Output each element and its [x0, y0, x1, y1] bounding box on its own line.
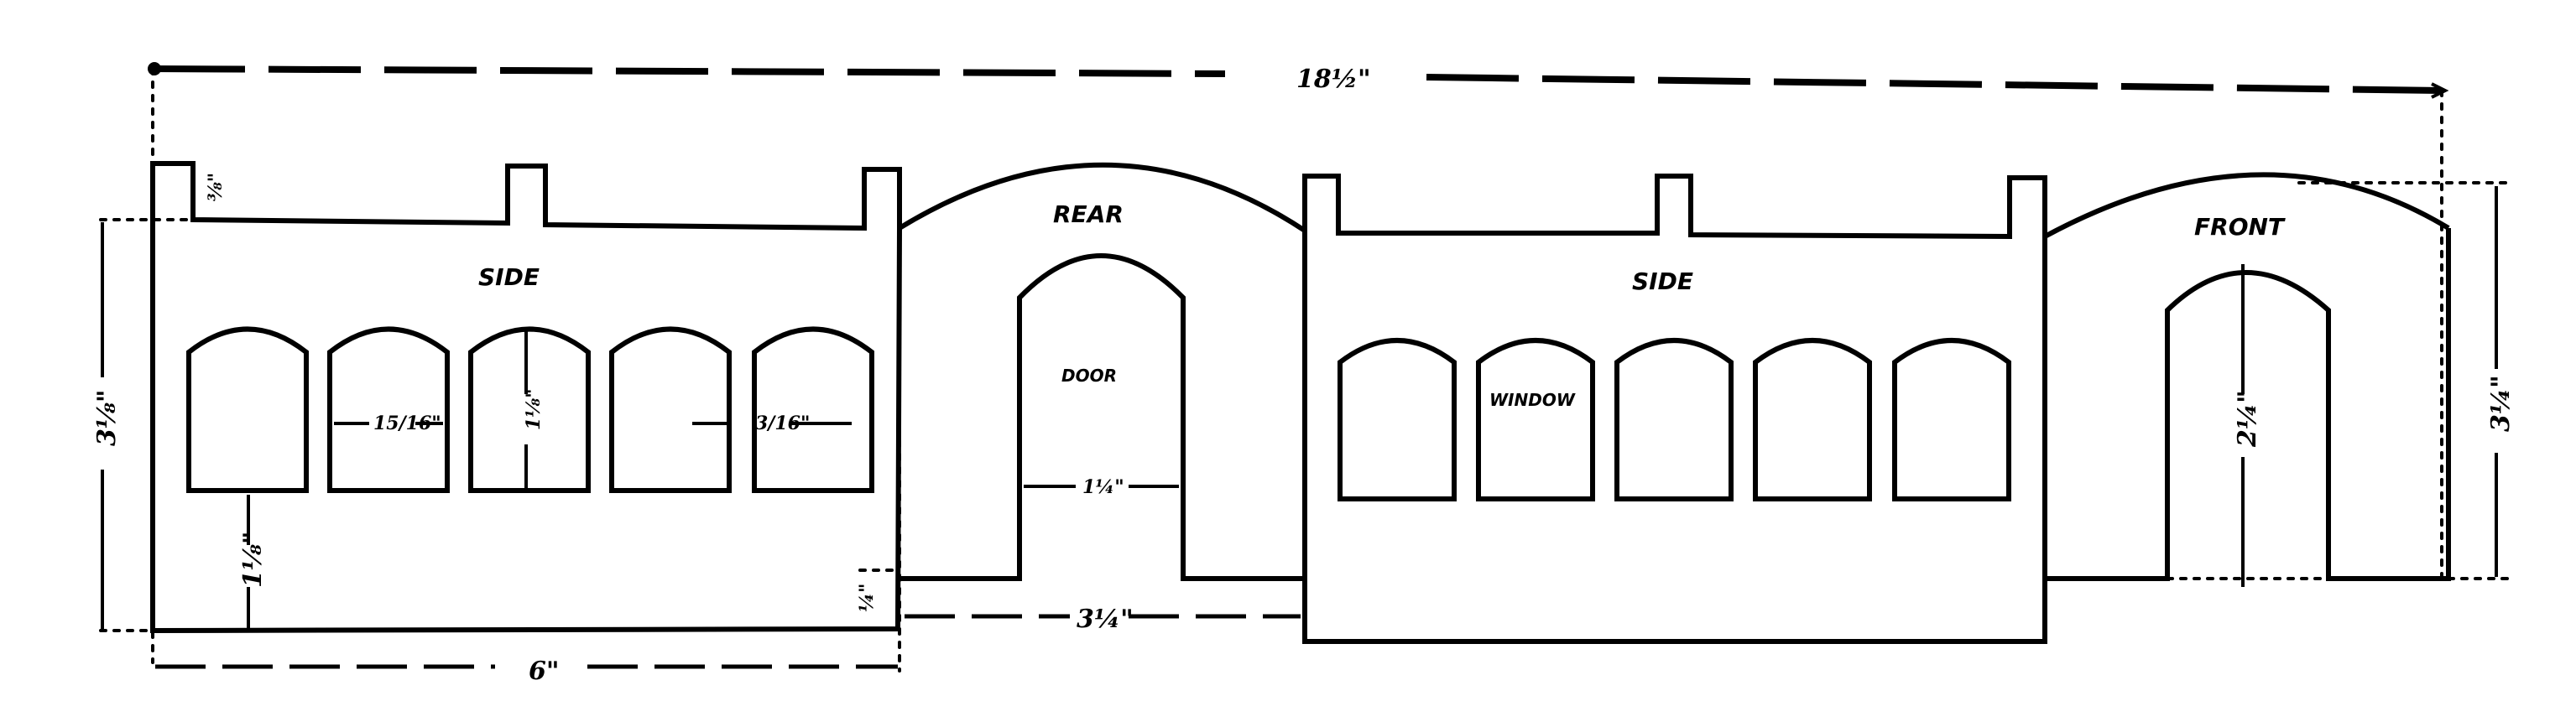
overall-length-dimension: 18½" — [148, 62, 2449, 664]
window-label: WINDOW — [1489, 390, 1576, 410]
door-label: DOOR — [1061, 366, 1117, 386]
front-panel: FRONT 2¼" 3¼" — [2043, 172, 2516, 587]
rear-label: REAR — [1053, 200, 1124, 228]
side-right-windows — [1338, 338, 2011, 501]
side-left-panel: SIDE 15/16" 1⅛" 3/16" — [92, 161, 902, 686]
svg-text:3⅛": 3⅛" — [92, 389, 122, 446]
svg-text:1⅛": 1⅛" — [238, 531, 268, 588]
step-height-dimension: ¼" — [856, 569, 901, 612]
side-left-windows — [186, 326, 874, 493]
svg-text:3¼": 3¼" — [1077, 605, 1134, 634]
window-height-dimension: 1⅛" — [523, 331, 545, 488]
svg-text:3/16": 3/16" — [755, 413, 810, 434]
rear-width-dimension: 3¼" — [905, 605, 1301, 634]
svg-text:2¼": 2¼" — [2233, 390, 2262, 448]
svg-text:⅜": ⅜" — [205, 173, 227, 201]
svg-text:15/16": 15/16" — [373, 413, 441, 434]
front-height-dimension: 3¼" — [2297, 181, 2516, 580]
wall-height-dimension: 3⅛" — [92, 218, 195, 632]
svg-text:3¼": 3¼" — [2486, 375, 2516, 432]
front-door-height-dimension: 2¼" — [2166, 264, 2330, 587]
window-width-dimension: 15/16" — [334, 413, 443, 434]
sill-height-dimension: 1⅛" — [238, 495, 268, 629]
svg-text:1⅛": 1⅛" — [523, 388, 545, 430]
tab-height-dimension: ⅜" — [205, 173, 227, 201]
door-width-dimension: 1¼" — [1024, 476, 1179, 498]
front-label: FRONT — [2194, 213, 2286, 241]
svg-text:1¼": 1¼" — [1082, 476, 1124, 498]
rear-panel: REAR DOOR 1¼" 3¼" ¼" — [856, 162, 1306, 634]
window-spacing-dimension: 3/16" — [692, 413, 852, 434]
side-length-dimension: 6" — [155, 225, 901, 686]
svg-text:6": 6" — [529, 657, 560, 686]
svg-text:¼": ¼" — [856, 584, 878, 612]
side-left-label: SIDE — [478, 263, 540, 291]
overall-length-label: 18½" — [1296, 65, 1371, 94]
side-right-label: SIDE — [1632, 267, 1693, 295]
side-right-panel: SIDE WINDOW — [1302, 174, 2047, 644]
